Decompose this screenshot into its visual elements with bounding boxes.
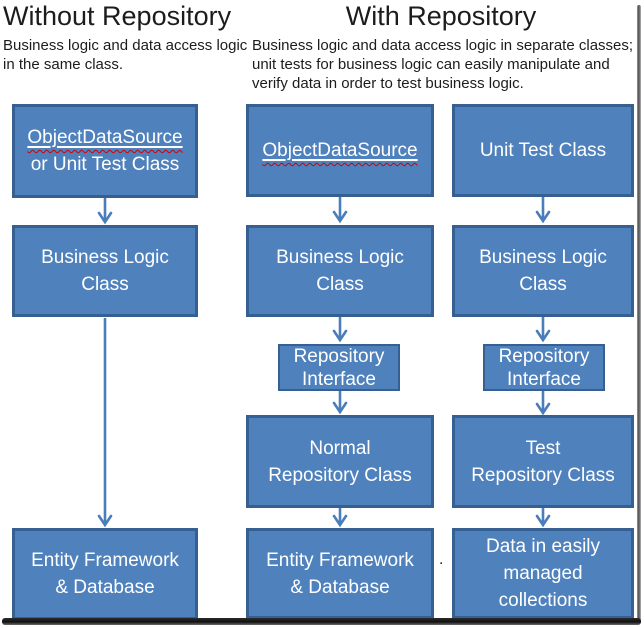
box-unit-test-class: Unit Test Class <box>452 104 634 197</box>
box-label-line: Entity Framework <box>266 549 414 571</box>
box-objectdatasource-middle: ObjectDataSource <box>246 104 434 197</box>
without-repository-title: Without Repository <box>3 1 232 31</box>
box-label-line: Test <box>525 437 561 459</box>
stray-dot: . <box>439 551 444 568</box>
image-frame-right-line <box>637 5 641 620</box>
image-frame-bottom-shadow <box>2 618 641 625</box>
box-test-repository-class: Test Repository Class <box>452 415 634 508</box>
box-label-line: collections <box>498 590 588 611</box>
box-label-line: Business Logic <box>41 247 169 268</box>
box-objectdatasource-or-unit-test-class: ObjectDataSource or Unit Test Class <box>12 104 198 198</box>
box-label-line: & Database <box>290 576 390 598</box>
with-repository-subtitle: Business logic and data access logic in … <box>252 36 633 93</box>
box-business-logic-class-right: Business Logic Class <box>452 225 634 317</box>
box-label-line: Repository <box>498 345 590 367</box>
box-label-line: Class <box>81 274 129 295</box>
box-entity-framework-database-left: Entity Framework & Database <box>12 528 198 620</box>
with-repository-title: With Repository <box>345 1 537 31</box>
subtitle-line: Business logic and data access logic <box>3 37 248 54</box>
box-repository-interface-right: Repository Interface <box>483 344 605 391</box>
box-label-line: Data in easily <box>485 536 601 557</box>
box-repository-interface-middle: Repository Interface <box>278 344 400 391</box>
box-label-line: Class <box>316 274 364 295</box>
box-label-line: ObjectDataSource <box>262 140 418 161</box>
box-label-line: Class <box>519 274 567 295</box>
box-label-line: Repository Class <box>471 464 615 486</box>
without-repository-subtitle: Business logic and data access logic in … <box>3 36 247 74</box>
box-data-in-easily-managed-collections: Data in easily managed collections <box>452 528 634 619</box>
box-business-logic-class-middle: Business Logic Class <box>246 225 434 317</box>
subtitle-line: Business logic and data access logic in … <box>252 37 634 54</box>
subtitle-line: in the same class. <box>3 56 124 73</box>
box-label-line: or Unit Test Class <box>30 154 180 175</box>
box-label-line: Interface <box>302 368 376 390</box>
box-label-line: & Database <box>55 577 155 598</box>
box-label-line: Business Logic <box>276 247 404 268</box>
box-label-line: Entity Framework <box>31 550 179 571</box>
box-label-line: Interface <box>507 368 581 390</box>
box-business-logic-class-left: Business Logic Class <box>12 225 198 317</box>
box-label-line: Normal <box>309 437 371 459</box>
box-label-line: managed <box>503 563 583 584</box>
box-entity-framework-database-middle: Entity Framework & Database <box>246 528 434 619</box>
subtitle-line: verify data in order to test business lo… <box>252 75 524 92</box>
box-label-line: ObjectDataSource <box>27 127 183 148</box>
box-label-line: Repository Class <box>268 464 412 486</box>
box-label-line: Business Logic <box>479 247 607 268</box>
box-normal-repository-class: Normal Repository Class <box>246 415 434 508</box>
box-label-line: Unit Test Class <box>479 140 607 161</box>
subtitle-line: unit tests for business logic can easily… <box>252 56 610 73</box>
box-label-line: Repository <box>293 345 385 367</box>
